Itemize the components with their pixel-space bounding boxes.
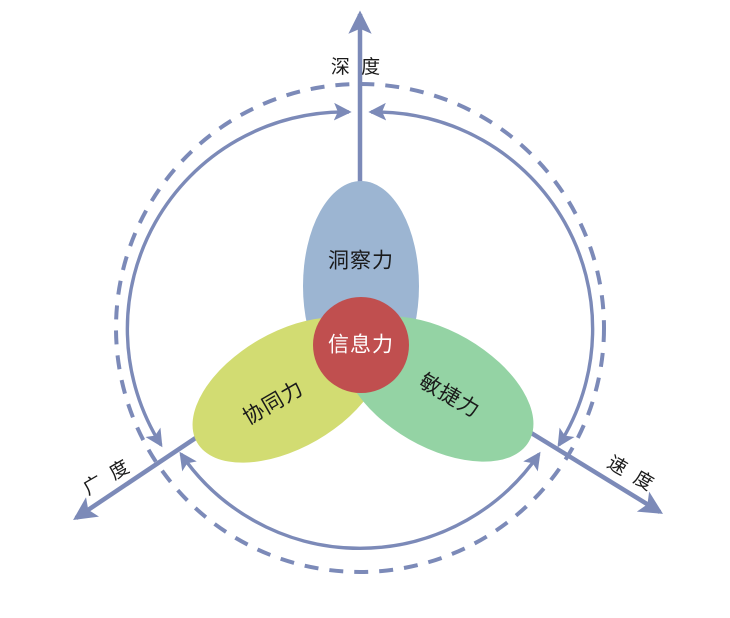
cycle-arc-group xyxy=(125,102,595,550)
axis-label-speed: 速 度 xyxy=(603,452,659,497)
cycle-arc-breadth-to-depth xyxy=(125,102,352,448)
cycle-arc-speed-to-breadth xyxy=(179,451,541,550)
cycle-arc-depth-to-speed xyxy=(368,102,595,448)
core-label-information: 信息力 xyxy=(328,334,394,357)
outer-dashed-circle xyxy=(114,82,606,574)
axis-label-breadth: 广 度 xyxy=(79,455,135,500)
axis-label-depth: 深 度 xyxy=(331,56,383,78)
lobe-label-insight: 洞察力 xyxy=(328,250,394,273)
core-circle-information[interactable] xyxy=(313,297,409,393)
